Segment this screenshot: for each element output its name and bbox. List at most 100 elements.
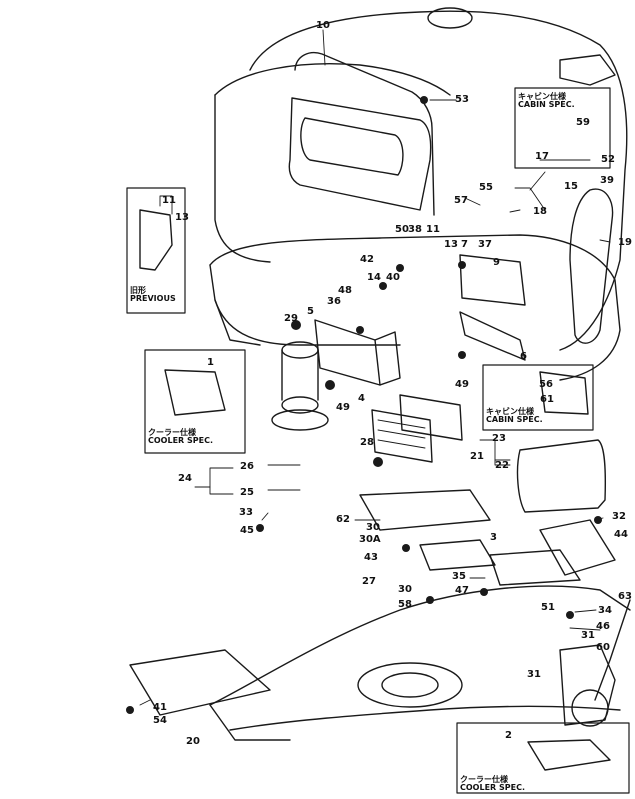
label-34: 34 xyxy=(598,605,612,616)
console-side xyxy=(374,331,401,386)
cylinder-body xyxy=(281,349,319,401)
upper-frame xyxy=(209,234,621,381)
label-43: 43 xyxy=(364,552,378,563)
label-30-lower: 30 xyxy=(398,584,412,595)
right-plate xyxy=(459,254,526,306)
cooler-part-1 xyxy=(164,369,226,416)
label-49-right: 49 xyxy=(455,379,469,390)
seat-window xyxy=(300,117,404,176)
label-53: 53 xyxy=(455,94,469,105)
label-50: 50 xyxy=(395,224,409,235)
previous-part xyxy=(139,209,173,271)
label-17: 17 xyxy=(535,151,549,162)
label-40: 40 xyxy=(386,272,400,283)
label-9: 9 xyxy=(493,257,500,268)
side-cover xyxy=(516,439,607,513)
caption-cabin-upper-en: CABIN SPEC. xyxy=(518,100,575,110)
bolts xyxy=(126,96,602,714)
top-window xyxy=(427,7,473,29)
label-47: 47 xyxy=(455,585,469,596)
label-49: 49 xyxy=(336,402,350,413)
caption-cabin-middle: キャビン仕様 CABIN SPEC. xyxy=(486,407,543,425)
label-18: 18 xyxy=(533,206,547,217)
label-45: 45 xyxy=(240,525,254,536)
label-58: 58 xyxy=(398,599,412,610)
label-13-prev: 13 xyxy=(175,212,189,223)
label-3: 3 xyxy=(490,532,497,543)
seat-back xyxy=(288,97,432,211)
wheel xyxy=(571,689,609,727)
label-31: 31 xyxy=(581,630,595,641)
label-31-lower: 31 xyxy=(527,669,541,680)
label-46: 46 xyxy=(596,621,610,632)
label-44: 44 xyxy=(614,529,628,540)
label-14: 14 xyxy=(367,272,381,283)
caption-previous: 旧形 PREVIOUS xyxy=(130,286,176,304)
label-41: 41 xyxy=(153,702,167,713)
cylinder-bottom xyxy=(281,396,319,414)
grille-panel xyxy=(371,409,433,463)
label-11-prev: 11 xyxy=(162,195,176,206)
label-30A: 30A xyxy=(359,534,381,545)
hose-63 xyxy=(594,599,631,701)
caption-cooler-upper-en: COOLER SPEC. xyxy=(148,436,213,446)
label-29: 29 xyxy=(284,313,298,324)
label-23: 23 xyxy=(492,433,506,444)
inset-previous xyxy=(126,187,186,314)
swing-frame-lower xyxy=(229,705,621,731)
caption-cooler-upper: クーラー仕様 COOLER SPEC. xyxy=(148,428,213,446)
cabin-grille xyxy=(539,371,589,415)
label-25: 25 xyxy=(240,487,254,498)
label-10: 10 xyxy=(316,20,330,31)
label-35: 35 xyxy=(452,571,466,582)
label-22: 22 xyxy=(495,460,509,471)
label-42: 42 xyxy=(360,254,374,265)
swing-bearing-outer xyxy=(357,662,463,708)
caption-cabin-upper: キャビン仕様 CABIN SPEC. xyxy=(518,92,575,110)
label-1: 1 xyxy=(207,357,214,368)
label-7: 7 xyxy=(461,239,468,250)
caption-previous-en: PREVIOUS xyxy=(130,294,176,304)
frame-left xyxy=(214,299,261,346)
tank-60 xyxy=(559,644,616,726)
lower-bracket xyxy=(209,704,291,741)
label-59: 59 xyxy=(576,117,590,128)
label-38: 38 xyxy=(408,224,422,235)
label-28: 28 xyxy=(360,437,374,448)
inset-cooler-lower xyxy=(456,722,630,794)
label-37: 37 xyxy=(478,239,492,250)
cabin-pillar xyxy=(569,188,614,344)
label-56: 56 xyxy=(539,379,553,390)
label-4: 4 xyxy=(358,393,365,404)
label-60: 60 xyxy=(596,642,610,653)
label-26: 26 xyxy=(240,461,254,472)
roof-panel xyxy=(559,54,616,86)
label-33: 33 xyxy=(239,507,253,518)
swing-frame xyxy=(209,585,631,706)
label-62: 62 xyxy=(336,514,350,525)
label-55: 55 xyxy=(479,182,493,193)
label-5: 5 xyxy=(307,306,314,317)
console-box xyxy=(314,319,381,386)
plate-62 xyxy=(359,489,491,531)
label-20: 20 xyxy=(186,736,200,747)
canopy-side-left xyxy=(214,94,271,263)
label-15: 15 xyxy=(564,181,578,192)
plate-20 xyxy=(129,649,271,716)
label-61: 61 xyxy=(540,394,554,405)
plate-3 xyxy=(489,549,581,586)
label-27: 27 xyxy=(362,576,376,587)
label-51: 51 xyxy=(541,602,555,613)
grille-panel-4 xyxy=(399,394,463,441)
label-2: 2 xyxy=(505,730,512,741)
label-13: 13 xyxy=(444,239,458,250)
seat-guard xyxy=(294,52,435,216)
inset-cabin-upper xyxy=(514,87,611,169)
swing-bearing-inner xyxy=(381,672,439,698)
label-21: 21 xyxy=(470,451,484,462)
leader-lines xyxy=(139,29,611,706)
inset-cooler-upper xyxy=(144,349,246,454)
label-6: 6 xyxy=(520,351,527,362)
